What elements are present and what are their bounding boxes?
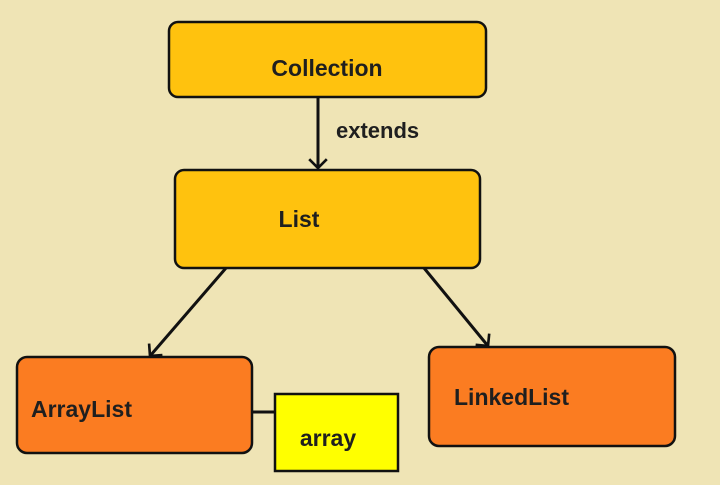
list-node[interactable]: List <box>173 168 482 270</box>
collection-node[interactable]: Collection <box>167 20 488 99</box>
list-box <box>173 168 482 270</box>
list-label: List <box>279 206 320 232</box>
linkedlist-label: LinkedList <box>454 384 569 410</box>
list-to-linkedlist-arrow <box>422 267 491 348</box>
arraylist-box <box>15 355 254 455</box>
array-note-node[interactable]: array <box>273 392 400 473</box>
collection-label: Collection <box>271 55 382 81</box>
arraylist-label: ArrayList <box>31 396 132 422</box>
connectors <box>147 97 491 414</box>
list-to-arraylist-arrow <box>147 267 228 358</box>
array-note-box <box>273 392 400 473</box>
linkedlist-box <box>427 345 677 448</box>
collection-box <box>167 20 488 99</box>
extends-label: extends <box>336 118 419 143</box>
linkedlist-node[interactable]: LinkedList <box>427 345 677 448</box>
array-note-label: array <box>300 425 356 451</box>
arraylist-node[interactable]: ArrayList <box>15 355 254 455</box>
